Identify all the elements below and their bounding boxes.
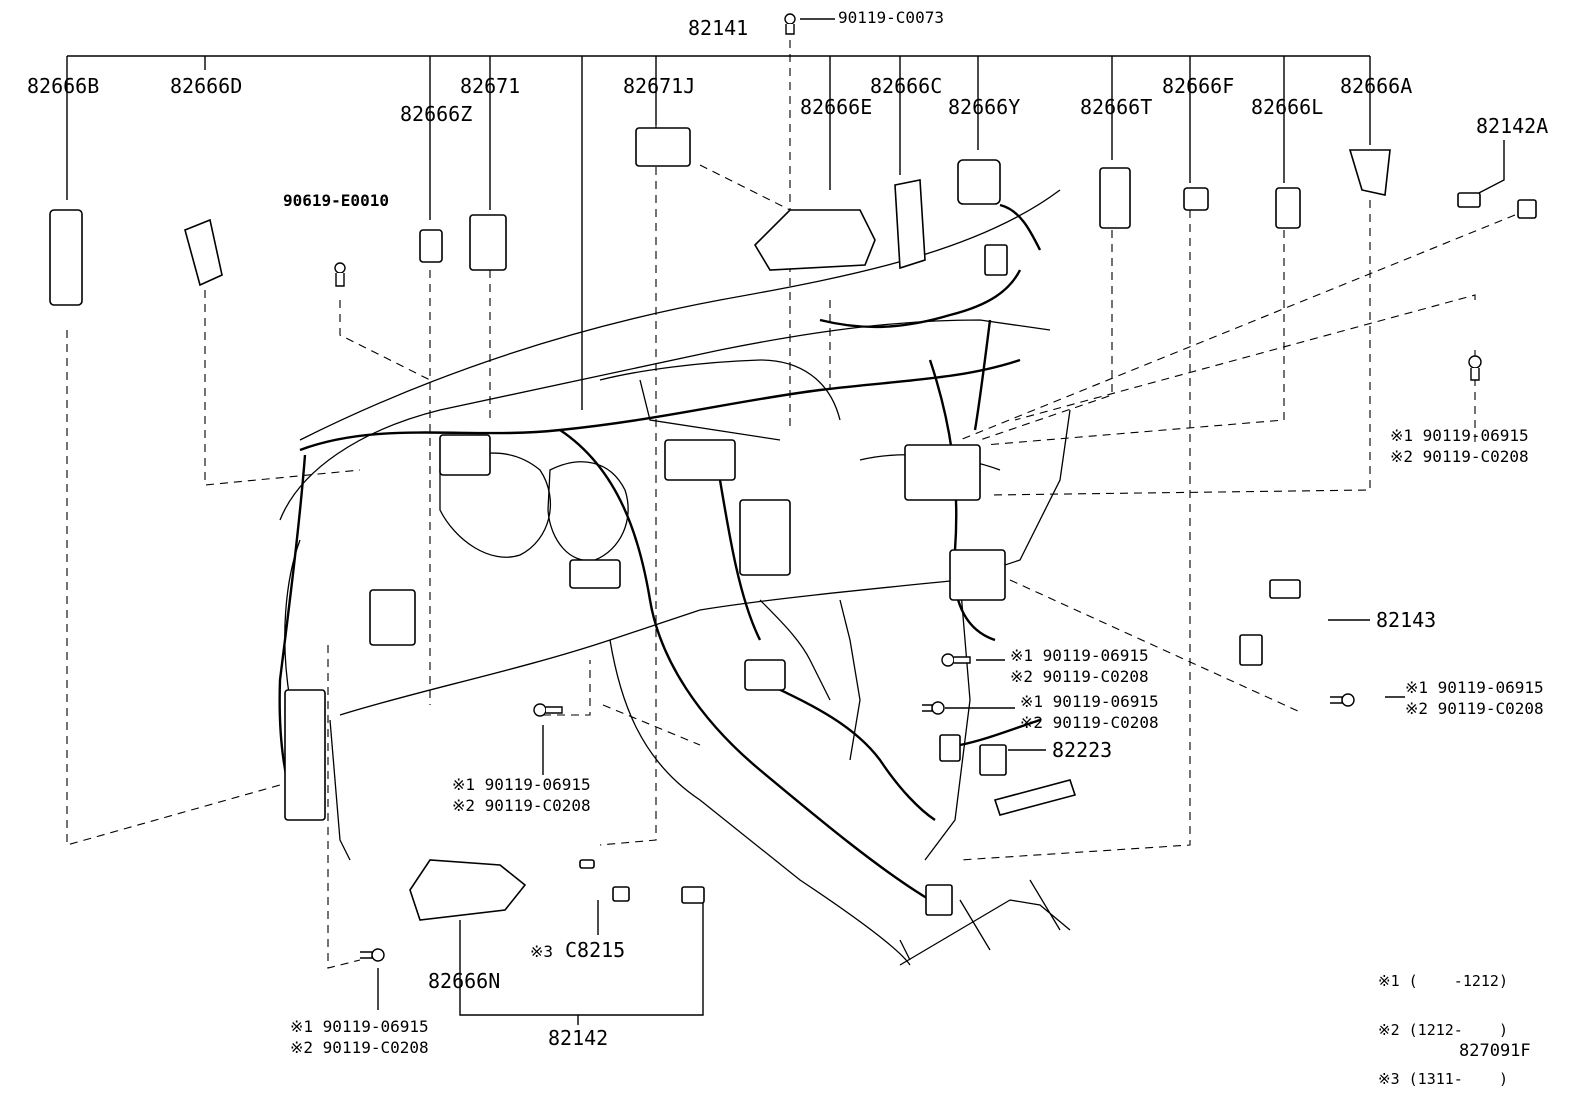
label-82143: 82143: [1376, 608, 1437, 632]
label-82671J: 82671J: [623, 74, 696, 98]
label-82666N: 82666N: [428, 969, 501, 993]
label-C8215: C8215: [565, 938, 626, 962]
bolt-callout: ※1 90119-06915 ※2 90119-C0208: [290, 1019, 429, 1056]
bolt-callout-line2: ※2 90119-C0208: [1020, 713, 1159, 732]
c8215-note-marker: ※3: [530, 942, 554, 961]
label-82666T: 82666T: [1080, 95, 1153, 119]
label-82666A: 82666A: [1340, 74, 1413, 98]
label-90119-C0073: 90119-C0073: [838, 8, 944, 27]
label-82666C: 82666C: [870, 74, 943, 98]
bolt-callout-line2: ※2 90119-C0208: [1405, 699, 1544, 718]
bolt-callout-line1: ※1 90119-06915: [1390, 426, 1529, 445]
bolt-callout-line1: ※1 90119-06915: [1010, 646, 1149, 665]
bolt-callout-line2: ※2 90119-C0208: [290, 1038, 429, 1057]
bolt-callout-line1: ※1 90119-06915: [1405, 678, 1544, 697]
bolt-callout-line2: ※2 90119-C0208: [1010, 667, 1149, 686]
label-82666D: 82666D: [170, 74, 243, 98]
bolt-callout: ※1 90119-06915 ※2 90119-C0208: [1020, 694, 1159, 731]
bolt-callout: ※1 90119-06915 ※2 90119-C0208: [1390, 428, 1529, 465]
label-82666Z: 82666Z: [400, 102, 473, 126]
label-82142A: 82142A: [1476, 114, 1549, 138]
diagram-reference-number: 827091F: [1459, 1041, 1531, 1061]
bolt-callout: ※1 90119-06915 ※2 90119-C0208: [452, 777, 591, 814]
label-82671: 82671: [460, 74, 521, 98]
legend-note-1: ※1 ( -1212): [1378, 972, 1508, 990]
label-82666Y: 82666Y: [948, 95, 1021, 119]
legend-note-2: ※2 (1212- ): [1378, 1021, 1508, 1039]
label-90619-E0010: 90619-E0010: [283, 191, 389, 210]
legend: ※1 ( -1212) ※2 (1212- ) ※3 (1311- ): [1378, 944, 1508, 1117]
legend-note-3: ※3 (1311- ): [1378, 1070, 1508, 1088]
label-82142: 82142: [548, 1026, 609, 1050]
bolt-callout-line1: ※1 90119-06915: [290, 1017, 429, 1036]
bolt-callout-line2: ※2 90119-C0208: [452, 796, 591, 815]
label-82223: 82223: [1052, 738, 1113, 762]
label-82666F: 82666F: [1162, 74, 1235, 98]
label-82666B: 82666B: [27, 74, 100, 98]
bolt-callout: ※1 90119-06915 ※2 90119-C0208: [1010, 648, 1149, 685]
bolt-callout-line1: ※1 90119-06915: [1020, 692, 1159, 711]
bolt-callout: ※1 90119-06915 ※2 90119-C0208: [1405, 680, 1544, 717]
bolt-callout-line1: ※1 90119-06915: [452, 775, 591, 794]
label-82141: 82141: [688, 16, 749, 40]
label-82666L: 82666L: [1251, 95, 1324, 119]
bolt-callout-line2: ※2 90119-C0208: [1390, 447, 1529, 466]
label-82666E: 82666E: [800, 95, 873, 119]
